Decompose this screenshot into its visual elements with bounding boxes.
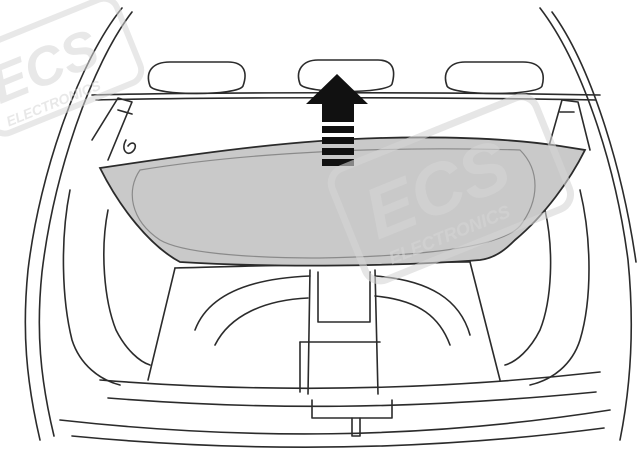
lift-up-arrow-icon [306, 74, 368, 166]
ecs-watermark-top-left: ECS ELECTRONICS [0, 0, 145, 137]
trunk-side-walls [62, 189, 590, 386]
trunk-floor [147, 261, 501, 395]
rear-bumper-sill [59, 371, 611, 448]
shelf-support-struts [91, 97, 591, 161]
parcel-shelf [98, 136, 587, 267]
